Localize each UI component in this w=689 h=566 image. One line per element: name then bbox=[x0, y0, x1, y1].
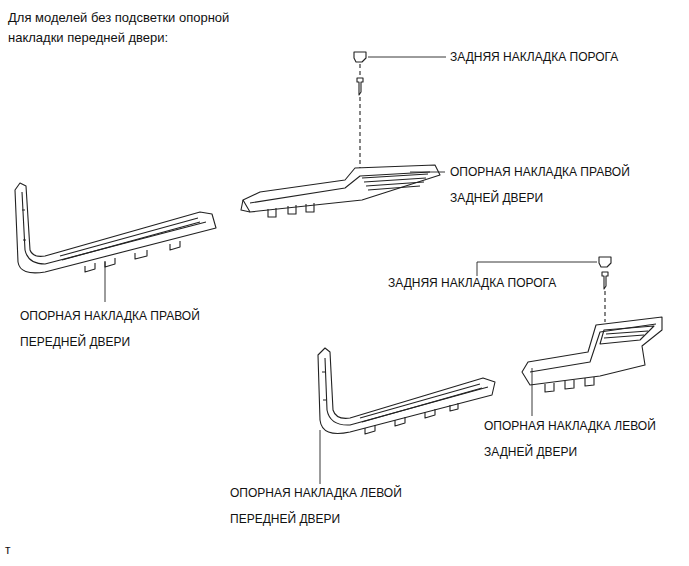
heading: Для моделей без подсветки опорной наклад… bbox=[8, 8, 263, 48]
part-label: ЗАДНЯЯ НАКЛАДКА ПОРОГА bbox=[450, 44, 685, 70]
part-label: ЗАДНЯЯ НАКЛАДКА ПОРОГА bbox=[388, 270, 628, 296]
left-front-scuff-plate bbox=[318, 348, 495, 434]
sill-cap-and-screw bbox=[354, 52, 366, 168]
part-label: ОПОРНАЯ НАКЛАДКА ПРАВОЙ ЗАДНЕЙ ДВЕРИ bbox=[450, 159, 660, 211]
part-label: ОПОРНАЯ НАКЛАДКА ПРАВОЙ ПЕРЕДНЕЙ ДВЕРИ bbox=[20, 303, 235, 355]
part-label: ОПОРНАЯ НАКЛАДКА ЛЕВОЙ ПЕРЕДНЕЙ ДВЕРИ bbox=[230, 480, 440, 532]
right-rear-scuff-plate bbox=[241, 165, 440, 217]
left-rear-scuff-plate bbox=[522, 317, 662, 392]
sill-cap-and-screw bbox=[599, 257, 611, 322]
part-label: ОПОРНАЯ НАКЛАДКА ЛЕВОЙ ЗАДНЕЙ ДВЕРИ bbox=[484, 413, 684, 465]
stray-mark: т bbox=[5, 537, 35, 563]
right-front-scuff-plate bbox=[15, 183, 216, 273]
